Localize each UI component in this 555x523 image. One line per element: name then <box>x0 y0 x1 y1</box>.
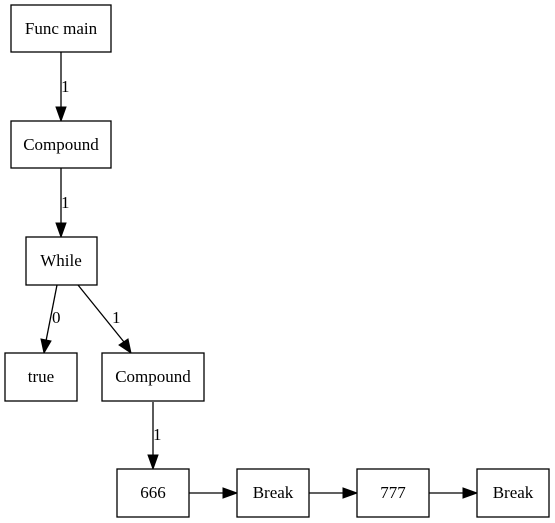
edge-compound-to-666 <box>147 402 159 471</box>
node-func-main: Func main <box>10 4 112 53</box>
node-label: Compound <box>115 367 191 386</box>
node-777: 777 <box>356 468 430 518</box>
node-label: Func main <box>25 19 98 38</box>
edge-func-main-to-compound <box>55 52 67 123</box>
node-break-second: Break <box>476 468 550 518</box>
node-label: Break <box>253 483 294 502</box>
edge-label-while-true: 0 <box>52 308 61 327</box>
edge-777-to-break <box>429 487 479 499</box>
node-compound-body: Compound <box>101 352 205 402</box>
node-break-first: Break <box>236 468 310 518</box>
edge-while-to-true <box>40 284 58 355</box>
node-while: While <box>25 236 98 286</box>
node-label: true <box>28 367 54 386</box>
node-label: While <box>40 251 82 270</box>
edge-break-to-777 <box>309 487 359 499</box>
edge-label-compound-while: 1 <box>61 193 70 212</box>
node-666: 666 <box>116 468 190 518</box>
edge-compound-to-while <box>55 168 67 239</box>
node-label: Break <box>493 483 534 502</box>
edge-label-func-main-compound: 1 <box>61 77 70 96</box>
node-true: true <box>4 352 78 402</box>
edge-while-to-compound <box>77 284 132 355</box>
node-compound-root: Compound <box>10 120 112 169</box>
edge-666-to-break <box>189 487 239 499</box>
node-label: 777 <box>380 483 406 502</box>
edge-label-while-compound: 1 <box>112 308 121 327</box>
node-label: Compound <box>23 135 99 154</box>
edge-label-compound-666: 1 <box>153 425 162 444</box>
node-label: 666 <box>140 483 166 502</box>
